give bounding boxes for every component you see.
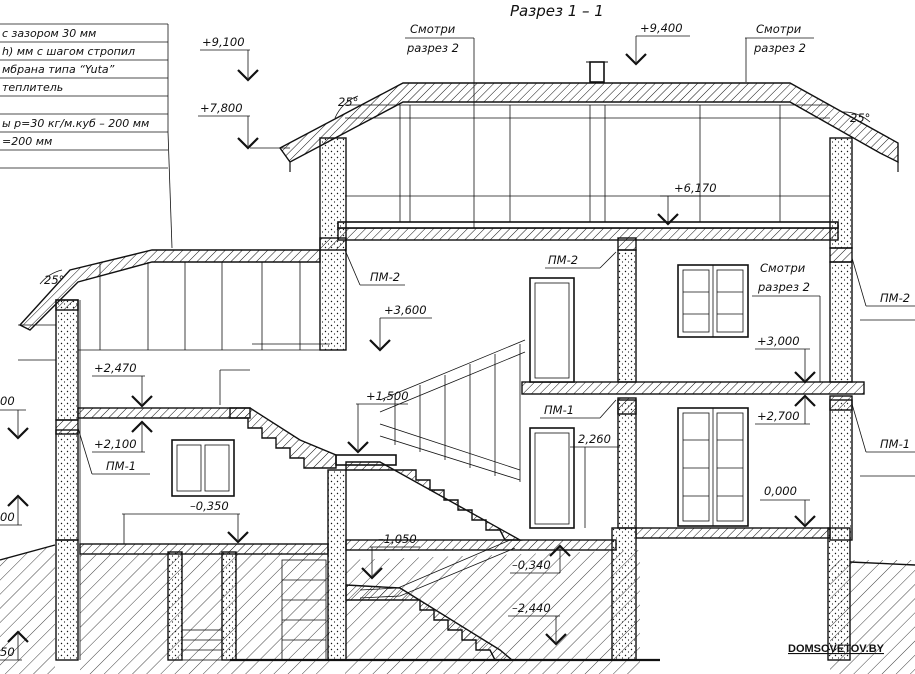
elevation-3600: +3,600 (384, 303, 427, 317)
spec-notes-table: с зазором 30 мм h) мм с шагом стропил мб… (0, 23, 173, 249)
lintel-beams (55, 237, 853, 435)
elevation-9100: +9,100 (202, 35, 245, 49)
attic-floor-slab (337, 227, 839, 241)
elevation-left-bot: 50 (0, 645, 15, 659)
elevation-3000: +3,000 (757, 334, 800, 348)
roof-vent-icon (589, 61, 605, 83)
elevation-9400: +9,400 (640, 21, 683, 35)
window-upper (677, 264, 749, 338)
ref-top-right-line2: разрез 2 (753, 41, 806, 55)
ref-top-left-line2: разрез 2 (406, 41, 459, 55)
floor-slabs (77, 381, 865, 555)
spec-note-5: ы р=30 кг/м.куб – 200 мм (2, 117, 149, 130)
elevation-1500: +1,500 (366, 389, 409, 403)
beam-pm2-left: ПМ-2 (370, 270, 400, 284)
elevation-2470: +2,470 (94, 361, 137, 375)
spec-note-2: h) мм с шагом стропил (2, 45, 135, 58)
beam-pm1-center: ПМ-1 (544, 403, 574, 417)
roof-angle-right: 25° (850, 111, 870, 125)
elevation-left-mid: 00 (0, 510, 15, 524)
elevation-minus-0340: –0,340 (512, 558, 551, 572)
elevation-minus-2440: –2,440 (512, 601, 551, 615)
elevation-7800: +7,800 (200, 101, 243, 115)
elevation-minus-1050: –1,050 (378, 532, 417, 546)
beam-pm2-right: ПМ-2 (880, 291, 910, 305)
main-roof (278, 61, 899, 172)
roof-angle-annex: 25° (44, 273, 64, 287)
ref-mid-right-line2: разрез 2 (757, 280, 810, 294)
ref-top-right-line1: Смотри (756, 22, 802, 36)
roof-angle-left: 25° (338, 95, 358, 109)
elevation-markers: +9,100 +9,400 +7,800 +6,170 +3,600 +3,00… (0, 21, 816, 661)
elevation-0000: 0,000 (764, 484, 797, 498)
elevation-6170: +6,170 (674, 181, 717, 195)
attic-framing (345, 104, 830, 228)
beam-labels: ПМ-2 ПМ-2 ПМ-1 ПМ-1 ПМ-2 ПМ-1 (77, 249, 915, 475)
spec-note-3: мбрана типа “Yuta” (2, 63, 115, 76)
elevation-minus-0350: –0,350 (190, 499, 229, 513)
elevation-2260: 2,260 (578, 432, 611, 446)
spec-note-4: теплитель (2, 81, 63, 94)
openings (171, 264, 749, 529)
section-references: Смотри разрез 2 Смотри разрез 2 Смотри р… (405, 22, 821, 382)
ground (0, 544, 915, 674)
annex-roof (18, 249, 321, 351)
ref-top-left-line1: Смотри (410, 22, 456, 36)
drawing-title: Разрез 1 – 1 (510, 2, 604, 20)
roof-angles: 25° 25° 25° (39, 95, 870, 287)
window-annex (171, 439, 235, 497)
ref-mid-right-line1: Смотри (760, 261, 806, 275)
beam-pm2-center: ПМ-2 (548, 253, 578, 267)
window-lower (677, 407, 749, 527)
beam-pm1-left: ПМ-1 (106, 459, 136, 473)
spec-note-1: с зазором 30 мм (2, 27, 96, 40)
watermark: DOMSOVETOV.BY (788, 643, 885, 655)
elevation-2100: +2,100 (94, 437, 137, 451)
beam-pm1-right: ПМ-1 (880, 437, 910, 451)
stairs (181, 339, 526, 661)
elevation-left-top: 00 (0, 394, 15, 408)
dimension-lines (18, 300, 915, 660)
door-upper (529, 277, 575, 383)
elevation-2700: +2,700 (757, 409, 800, 423)
spec-note-6: =200 мм (2, 135, 52, 148)
door-lower (529, 427, 575, 529)
